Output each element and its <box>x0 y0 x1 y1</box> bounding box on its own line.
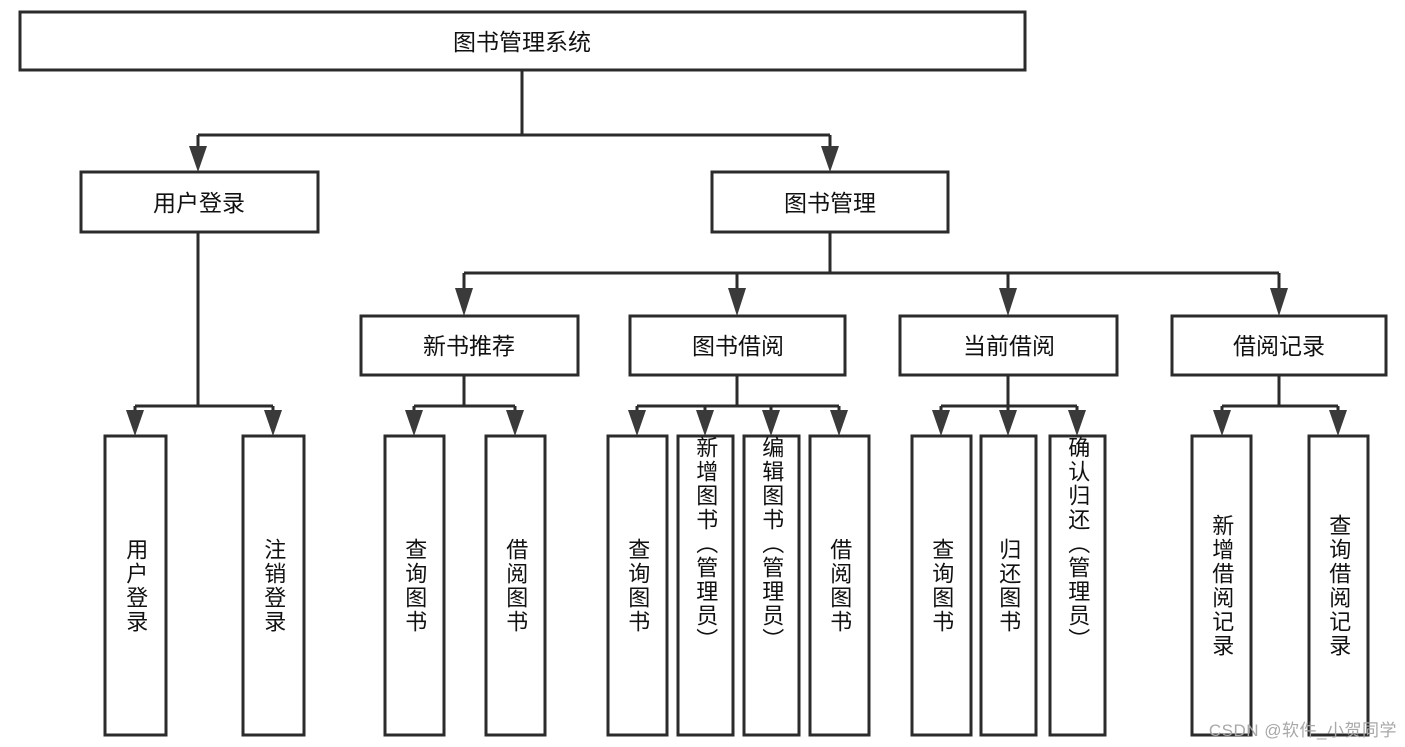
node-bookborrow-box[interactable] <box>628 314 847 377</box>
arrow-icon-leaf-userlogin-1 <box>126 410 144 436</box>
node-bookmgmt-box[interactable] <box>710 170 950 234</box>
node-root-label: 图书管理系统 <box>453 29 591 55</box>
connector-group-bookmgmt <box>455 232 1288 316</box>
leaf-box-userlogin-1[interactable] <box>103 434 168 737</box>
leaf-box-currentborrow-3[interactable] <box>1048 434 1107 737</box>
arrow-icon-leaf-bookborrow-2 <box>696 410 714 436</box>
arrowheads-level1 <box>189 146 839 172</box>
connector-group-borrowrecord <box>1213 375 1347 436</box>
arrow-icon-leaf-currentborrow-1 <box>932 410 950 436</box>
arrow-icon-userlogin <box>189 146 207 172</box>
node-bookborrow-label: 图书借阅 <box>692 333 784 359</box>
arrow-icon-level2-3 <box>999 288 1017 316</box>
arrow-icon-leaf-currentborrow-2 <box>999 410 1017 436</box>
node-newbook-label: 新书推荐 <box>423 333 515 359</box>
leaf-box-borrowrecord-2[interactable] <box>1307 434 1370 737</box>
arrow-icon-level2-2 <box>728 288 746 316</box>
node-root-box[interactable] <box>18 10 1027 72</box>
leaf-box-bookborrow-3[interactable] <box>742 434 801 737</box>
arrow-icon-leaf-bookborrow-1 <box>628 410 646 436</box>
arrow-icon-leaf-newbook-2 <box>506 410 524 436</box>
arrow-icon-level2-4 <box>1270 288 1288 316</box>
leaf-box-newbook-2[interactable] <box>484 434 547 737</box>
arrow-icon-leaf-borrowrecord-1 <box>1213 410 1231 436</box>
connector-group-currentborrow <box>932 375 1086 436</box>
node-userlogin-label: 用户登录 <box>153 190 245 216</box>
leaf-box-borrowrecord-1[interactable] <box>1190 434 1253 737</box>
node-currentborrow-box[interactable] <box>898 314 1119 377</box>
connector-group-userlogin <box>126 232 282 436</box>
arrow-icon-leaf-bookborrow-3 <box>762 410 780 436</box>
leaf-box-newbook-1[interactable] <box>383 434 446 737</box>
arrow-icon-level2-1 <box>455 288 473 316</box>
connector-group-newbook <box>405 375 524 436</box>
leaf-box-bookborrow-4[interactable] <box>808 434 871 737</box>
arrow-icon-leaf-newbook-1 <box>405 410 423 436</box>
leaf-box-currentborrow-1[interactable] <box>910 434 973 737</box>
node-userlogin-box[interactable] <box>79 170 320 234</box>
node-borrowrecord-box[interactable] <box>1170 314 1388 377</box>
node-newbook-box[interactable] <box>359 314 580 377</box>
connector-group-root <box>196 70 832 158</box>
connector-group-bookborrow <box>628 375 848 436</box>
node-currentborrow-label: 当前借阅 <box>963 333 1055 359</box>
leaf-box-bookborrow-1[interactable] <box>606 434 669 737</box>
node-bookmgmt-label: 图书管理 <box>784 190 876 216</box>
leaf-box-currentborrow-2[interactable] <box>979 434 1038 737</box>
node-borrowrecord-label: 借阅记录 <box>1233 333 1325 359</box>
arrow-icon-bookmgmt <box>821 146 839 172</box>
leaf-box-userlogin-2[interactable] <box>241 434 306 737</box>
arrow-icon-leaf-bookborrow-4 <box>830 410 848 436</box>
arrow-icon-leaf-userlogin-2 <box>264 410 282 436</box>
leaf-box-bookborrow-2[interactable] <box>676 434 735 737</box>
arrow-icon-leaf-borrowrecord-2 <box>1329 410 1347 436</box>
arrow-icon-leaf-currentborrow-3 <box>1068 410 1086 436</box>
csdn-watermark: CSDN @软件_小贺同学 <box>1208 721 1397 740</box>
